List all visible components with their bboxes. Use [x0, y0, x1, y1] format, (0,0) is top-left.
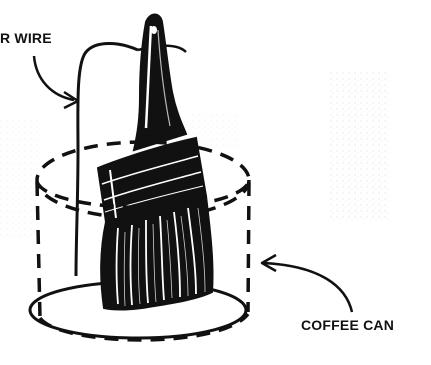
coffee-can-label: COFFEE CAN [301, 317, 394, 333]
wire-label: R WIRE [0, 30, 52, 46]
can-rim-front-bottom [40, 314, 248, 340]
can-callout-arrow [264, 263, 352, 312]
can-wall-right [248, 182, 249, 312]
brush-handle [134, 15, 186, 151]
paint-brush [98, 15, 213, 310]
